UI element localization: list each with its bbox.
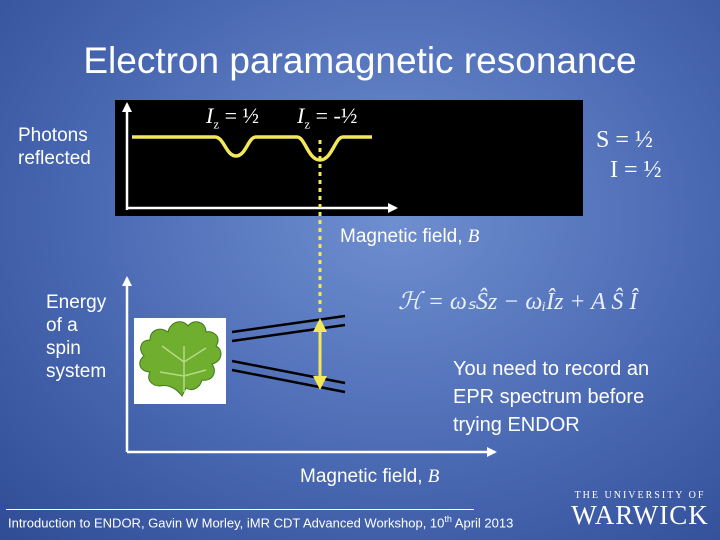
- energy-xlabel: Magnetic field, B: [300, 466, 439, 488]
- energy-xlabel-var: B: [428, 466, 440, 487]
- epr-note-line3: trying ENDOR: [453, 411, 649, 439]
- footer-date: April 2013: [452, 515, 513, 530]
- footer-divider: [6, 509, 474, 510]
- spin-values: S = ½ I = ½: [596, 125, 662, 185]
- energy-ylabel-line3: spin: [46, 337, 106, 360]
- peak1-label-value: = ½: [219, 103, 259, 128]
- nuclear-spin-value: I = ½: [596, 155, 662, 185]
- epr-xlabel-var: B: [468, 226, 480, 247]
- epr-xlabel-text: Magnetic field,: [340, 226, 468, 247]
- peak2-label-value: = -½: [310, 103, 357, 128]
- energy-ylabel-line1: Energy: [46, 291, 106, 314]
- epr-note-line1: You need to record an: [453, 355, 649, 383]
- energy-level-lower-1: [232, 361, 345, 383]
- epr-note-line2: EPR spectrum before: [453, 383, 649, 411]
- footer-text: Introduction to ENDOR, Gavin W Morley, i…: [8, 515, 444, 530]
- hamiltonian-equation: ℋ = ωₛŜz − ωᵢÎz + A Ŝ Î: [398, 287, 637, 316]
- electron-spin-value: S = ½: [596, 125, 662, 155]
- footer-superscript: th: [444, 514, 452, 524]
- energy-level-upper-1: [232, 316, 345, 332]
- epr-note: You need to record an EPR spectrum befor…: [453, 355, 649, 439]
- leaf-image: [134, 318, 226, 404]
- epr-xlabel: Magnetic field, B: [340, 226, 479, 248]
- energy-level-lower-2: [232, 370, 345, 392]
- energy-level-upper-2: [232, 325, 345, 341]
- footer-citation: Introduction to ENDOR, Gavin W Morley, i…: [8, 514, 513, 530]
- energy-xlabel-text: Magnetic field,: [300, 466, 428, 487]
- university-logo: THE UNIVERSITY OF WARWICK: [570, 490, 710, 529]
- energy-ylabel-line2: of a: [46, 314, 106, 337]
- energy-ylabel-line4: system: [46, 360, 106, 383]
- logo-line2: WARWICK: [570, 501, 710, 529]
- peak1-label: Iz = ½: [206, 103, 259, 132]
- energy-ylabel: Energy of a spin system: [46, 291, 106, 383]
- peak2-label: Iz = -½: [297, 103, 357, 132]
